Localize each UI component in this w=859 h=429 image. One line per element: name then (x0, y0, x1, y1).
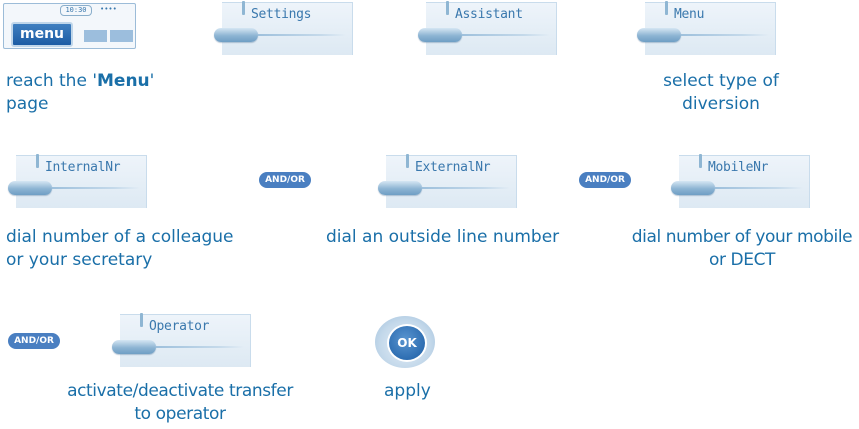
phone-display: 10:30 •••• menu (0, 0, 140, 52)
softkey-streak (258, 34, 346, 36)
caption-mobile: dial number of your mobile or DECT (627, 226, 857, 272)
softkey-label: InternalNr (45, 160, 121, 175)
caption-reach-bold: Menu (97, 71, 150, 91)
ok-button[interactable]: OK (375, 316, 435, 368)
softkey-label: Operator (149, 319, 210, 334)
softkey-streak (156, 346, 244, 348)
and-or-badge-1: AND/OR (259, 172, 311, 188)
softkey-settings[interactable]: Settings (214, 1, 353, 55)
softkey-streak (715, 187, 803, 189)
softkey-label: MobileNr (708, 160, 769, 175)
phone-tab-3[interactable] (110, 30, 133, 42)
caption-apply: apply (384, 381, 431, 401)
softkey-button[interactable] (214, 28, 258, 42)
softkey-tab (446, 1, 449, 15)
phone-tab-2[interactable] (84, 30, 107, 42)
softkey-assistant[interactable]: Assistant (418, 1, 557, 55)
ok-button-label: OK (387, 324, 427, 362)
caption-select-line1: select type of (663, 71, 779, 91)
and-or-badge-2: AND/OR (579, 172, 631, 188)
softkey-tab (242, 1, 245, 15)
caption-colleague-line1: dial number of a colleague (6, 227, 234, 247)
caption-colleague: dial number of a colleague or your secre… (6, 226, 234, 272)
softkey-streak (462, 34, 550, 36)
caption-select-type: select type of diversion (636, 70, 806, 116)
softkey-tab (665, 1, 668, 15)
softkey-tab (699, 154, 702, 168)
softkey-streak (52, 187, 140, 189)
softkey-mobilenr[interactable]: MobileNr (671, 154, 810, 208)
caption-select-line2: diversion (682, 94, 760, 114)
softkey-label: ExternalNr (415, 160, 491, 175)
softkey-tab (140, 313, 143, 327)
status-icons: •••• (100, 5, 117, 13)
softkey-label: Assistant (455, 7, 523, 22)
softkey-tab (36, 154, 39, 168)
caption-colleague-line2: or your secretary (6, 250, 153, 270)
clock-display: 10:30 (60, 5, 92, 16)
softkey-operator[interactable]: Operator (112, 313, 251, 367)
softkey-button[interactable] (637, 28, 681, 42)
phone-screen: 10:30 •••• menu (3, 3, 136, 49)
caption-mobile-line1: dial number of your mobile (631, 227, 853, 247)
menu-tab[interactable]: menu (11, 22, 73, 47)
caption-operator: activate/deactivate transfer to operator (60, 380, 300, 426)
caption-reach-line2: page (6, 94, 49, 114)
softkey-button[interactable] (671, 181, 715, 195)
and-or-badge-3: AND/OR (8, 333, 60, 349)
caption-reach-menu: reach the 'Menu' page (6, 70, 154, 116)
caption-reach-prefix: reach the ' (6, 71, 97, 91)
caption-outside-line: dial an outside line number (326, 227, 560, 247)
softkey-button[interactable] (8, 181, 52, 195)
caption-reach-suffix: ' (149, 71, 155, 91)
softkey-label: Settings (251, 7, 312, 22)
softkey-label: Menu (674, 7, 705, 22)
caption-operator-line2: to operator (134, 404, 226, 424)
softkey-externalnr[interactable]: ExternalNr (378, 154, 517, 208)
softkey-internalnr[interactable]: InternalNr (8, 154, 147, 208)
softkey-button[interactable] (418, 28, 462, 42)
softkey-button[interactable] (378, 181, 422, 195)
softkey-menu[interactable]: Menu (637, 1, 776, 55)
caption-mobile-line2: or DECT (708, 250, 776, 270)
caption-operator-line1: activate/deactivate transfer (67, 381, 293, 401)
softkey-streak (422, 187, 510, 189)
softkey-tab (406, 154, 409, 168)
softkey-button[interactable] (112, 340, 156, 354)
softkey-streak (681, 34, 769, 36)
